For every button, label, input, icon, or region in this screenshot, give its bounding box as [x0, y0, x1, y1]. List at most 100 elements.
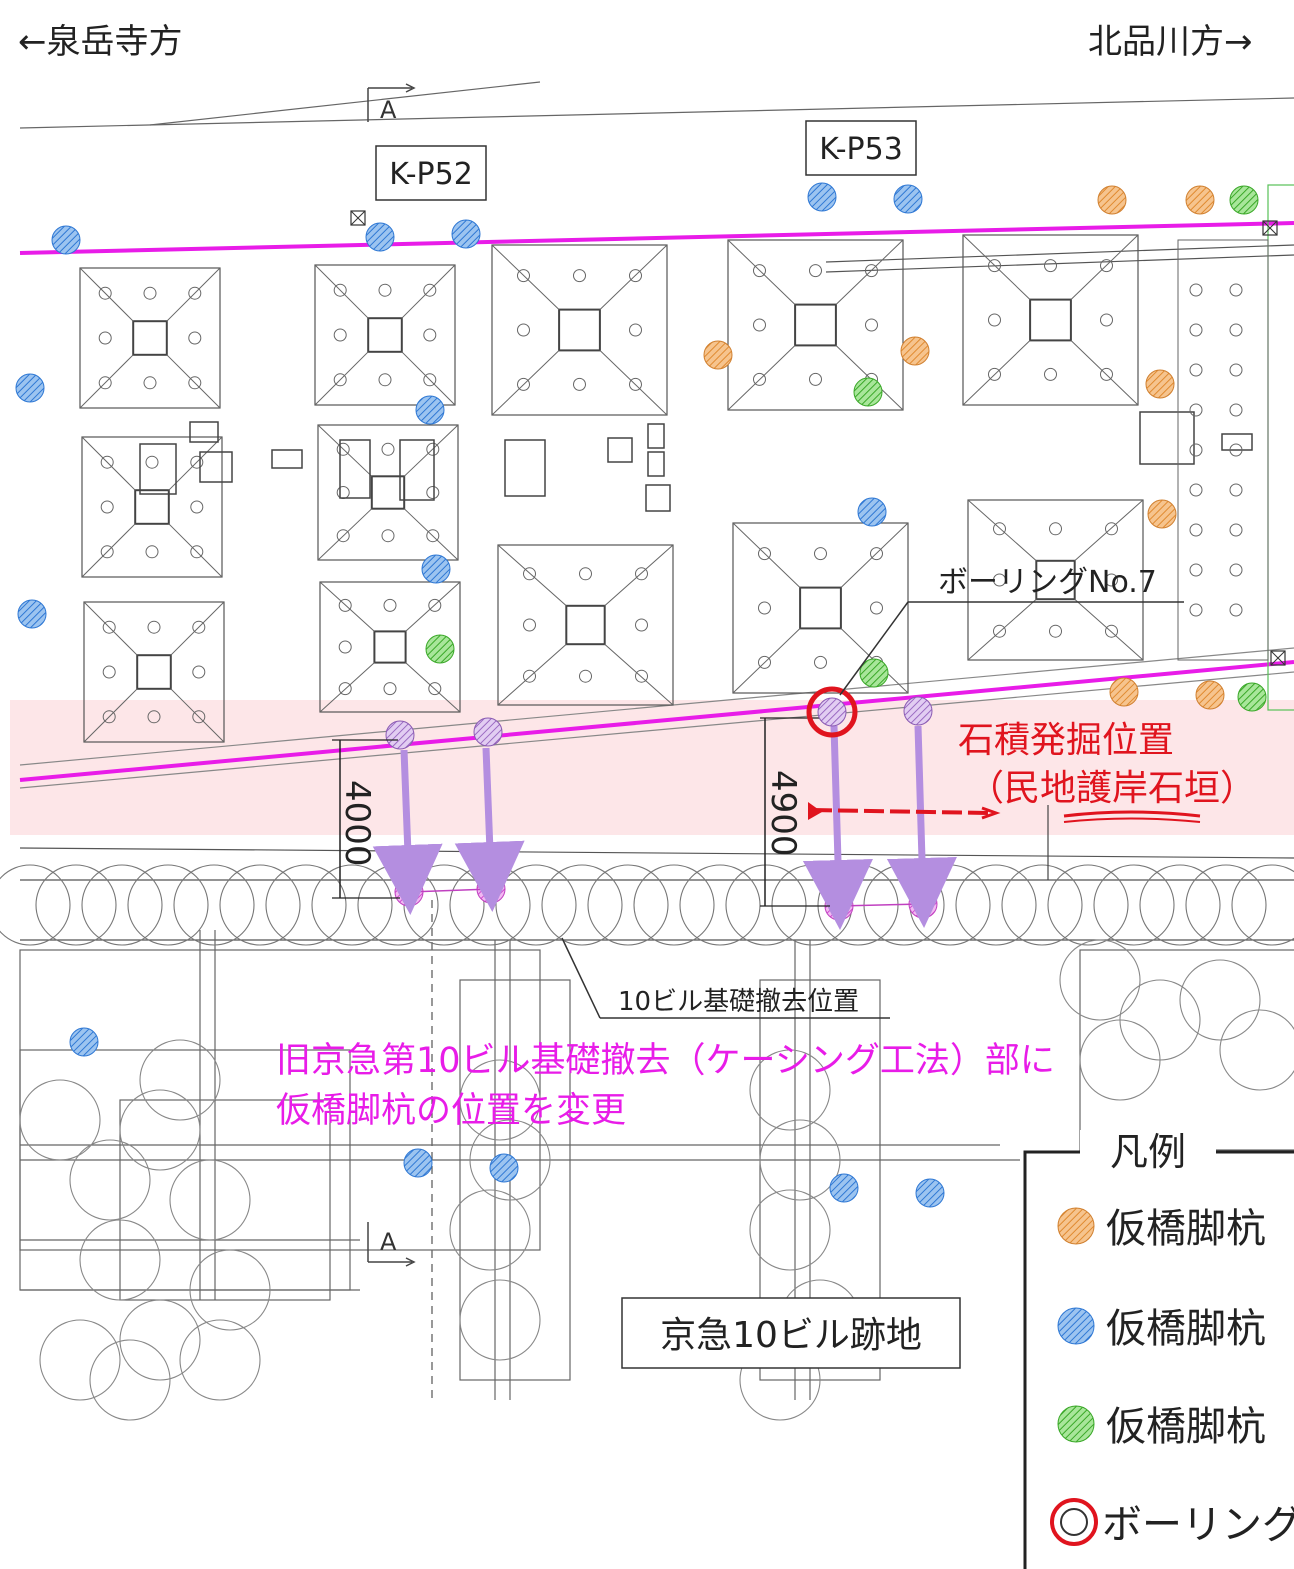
green-pile [859, 658, 889, 688]
pile-markers [15, 182, 1286, 1208]
casing-circle [1179, 959, 1261, 1041]
direction-left-label: ←泉岳寺方 [18, 22, 183, 62]
site-label-box: 京急10ビル跡地 [621, 1297, 961, 1369]
footing [1177, 239, 1269, 661]
casing-circle [679, 864, 761, 946]
blue-pile [51, 225, 81, 255]
direction-right-label: 北品川方→ [1088, 22, 1253, 62]
relocation-arrows [372, 725, 957, 930]
survey-marker [1270, 650, 1286, 666]
svg-text:4000: 4000 [337, 780, 377, 867]
casing-circle [459, 1279, 541, 1361]
removal-position-callout: 10ビル基礎撤去位置 [561, 937, 890, 1019]
casing-circle [1079, 1019, 1161, 1101]
casing-circle [189, 1249, 271, 1331]
blue-pile [15, 373, 45, 403]
orange-hatched-circle-icon [1057, 1207, 1095, 1245]
dimension-4900: 4900 [760, 717, 830, 907]
boring-location: ボーリングNo.7 [806, 565, 1184, 738]
orange-pile [1195, 680, 1225, 710]
original-pile-position [385, 720, 415, 750]
blue-pile [829, 1173, 859, 1203]
blue-pile [451, 219, 481, 249]
blue-pile [403, 1148, 433, 1178]
orange-pile [1109, 677, 1139, 707]
casing-circle [403, 864, 485, 946]
equipment-box [504, 439, 546, 497]
casing-circle [495, 864, 577, 946]
orange-pile [1185, 185, 1215, 215]
section-marker-bottom: A [367, 1222, 416, 1267]
pier-tag-kp52: K-P52 [375, 145, 487, 201]
footing [491, 244, 668, 416]
boundary-line-bottom [19, 660, 1294, 782]
equipment-box [189, 421, 219, 443]
legend-item-blue: 仮橋脚杭 [1057, 1306, 1266, 1352]
blue-pile [415, 395, 445, 425]
green-pile [853, 377, 883, 407]
original-pile-position [903, 696, 933, 726]
alignment-line [19, 97, 1294, 129]
survey-marker [1262, 220, 1278, 236]
svg-text:K-P53: K-P53 [819, 132, 903, 167]
svg-text:A: A [380, 1228, 397, 1256]
casing-circle [81, 864, 163, 946]
footing [79, 267, 221, 409]
casing-circle [35, 864, 117, 946]
section-marker-label: A [380, 96, 397, 124]
casing-circle [79, 1219, 161, 1301]
casing-circle [1185, 864, 1267, 946]
relocation-arrow [454, 747, 525, 912]
stone-wall-title: 石積発掘位置 [958, 720, 1174, 761]
relocation-arrow [886, 725, 957, 928]
casing-circle [139, 1039, 221, 1121]
legend-item-orange: 仮橋脚杭 [1057, 1206, 1266, 1252]
equipment-box [607, 437, 633, 463]
casing-circle [219, 864, 301, 946]
casing-circle [633, 864, 715, 946]
casing-circle [119, 1299, 201, 1381]
svg-text:仮橋脚杭: 仮橋脚杭 [1106, 1404, 1266, 1450]
casing-circle [265, 864, 347, 946]
casing-circle [127, 864, 209, 946]
blue-pile [915, 1178, 945, 1208]
equipment-box [339, 439, 371, 499]
svg-text:仮橋脚杭: 仮橋脚杭 [1106, 1206, 1266, 1252]
legend-item-green: 仮橋脚杭 [1057, 1404, 1266, 1450]
footing [962, 234, 1139, 406]
blue-pile [421, 554, 451, 584]
foundation-frame [119, 1099, 331, 1301]
footing-group [79, 234, 1269, 743]
casing-circle [169, 1159, 251, 1241]
footing [83, 601, 225, 743]
svg-text:4900: 4900 [763, 770, 803, 857]
casing-circle [1119, 979, 1201, 1061]
equipment-box [139, 443, 177, 495]
original-pile-position [473, 717, 503, 747]
foundation-frame [19, 1049, 351, 1291]
legend-title: 凡例 [1110, 1130, 1186, 1174]
casing-circle [725, 864, 807, 946]
casing-circle [449, 1189, 531, 1271]
casing-circle [587, 864, 669, 946]
casing-circle [69, 1139, 151, 1221]
footing [319, 581, 461, 713]
footing [314, 264, 456, 406]
equipment-box [645, 484, 671, 512]
site-label: 京急10ビル跡地 [660, 1315, 922, 1356]
casing-circle [357, 864, 439, 946]
equipment-box [399, 439, 435, 501]
footing [967, 499, 1144, 661]
footing [81, 436, 223, 578]
casing-circle [759, 1119, 841, 1201]
casing-circle [0, 864, 71, 946]
footing [317, 424, 459, 561]
casing-circle [311, 864, 393, 946]
change-note: 旧京急第10ビル基礎撤去（ケーシング工法）部に 仮橋脚杭の位置を変更 [276, 1041, 1055, 1131]
casing-circle [1231, 864, 1294, 946]
equipment-box [1139, 411, 1195, 465]
blue-pile [365, 222, 395, 252]
pier-tag-kp53: K-P53 [805, 120, 917, 176]
svg-text:仮橋脚杭: 仮橋脚杭 [1106, 1306, 1266, 1352]
